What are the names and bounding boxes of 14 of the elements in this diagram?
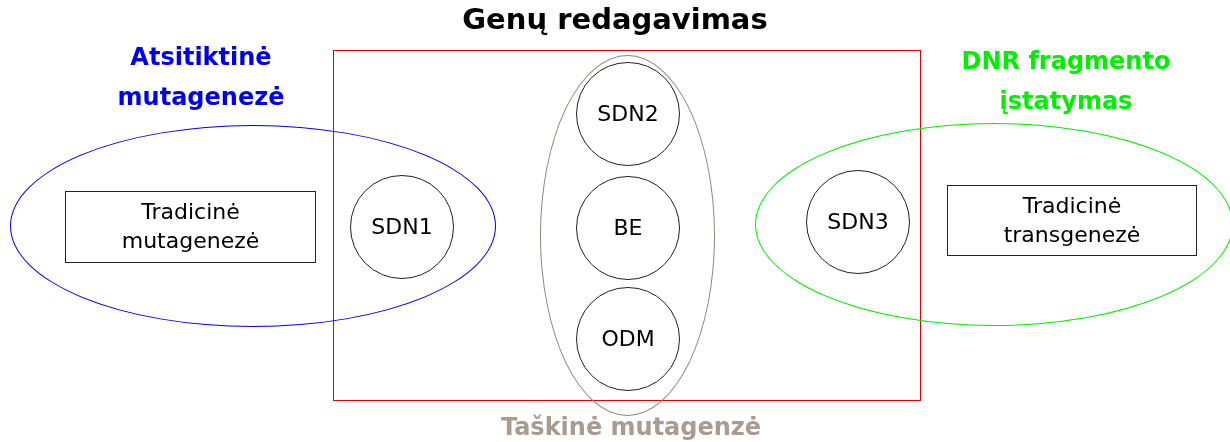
node-label: ODM (601, 324, 655, 353)
group-rectangle (65, 191, 316, 263)
node-label: Tradicinė mutagenezė (120, 198, 261, 255)
node-label: SDN2 (597, 99, 659, 128)
group-rectangle (333, 50, 921, 401)
node-label: Tradicinė transgenezė (1002, 191, 1142, 249)
group-heading: DNR fragmento įstatymas (960, 46, 1172, 117)
node-label: SDN1 (371, 212, 433, 241)
group-rectangle (947, 185, 1197, 256)
group-heading: Atsitiktinė mutagenezė (116, 42, 286, 113)
node-label: SDN3 (827, 207, 889, 236)
diagram-title: Genų redagavimas (461, 2, 769, 36)
group-heading: Taškinė mutagenzė (499, 412, 763, 442)
node-label: BE (613, 213, 643, 242)
